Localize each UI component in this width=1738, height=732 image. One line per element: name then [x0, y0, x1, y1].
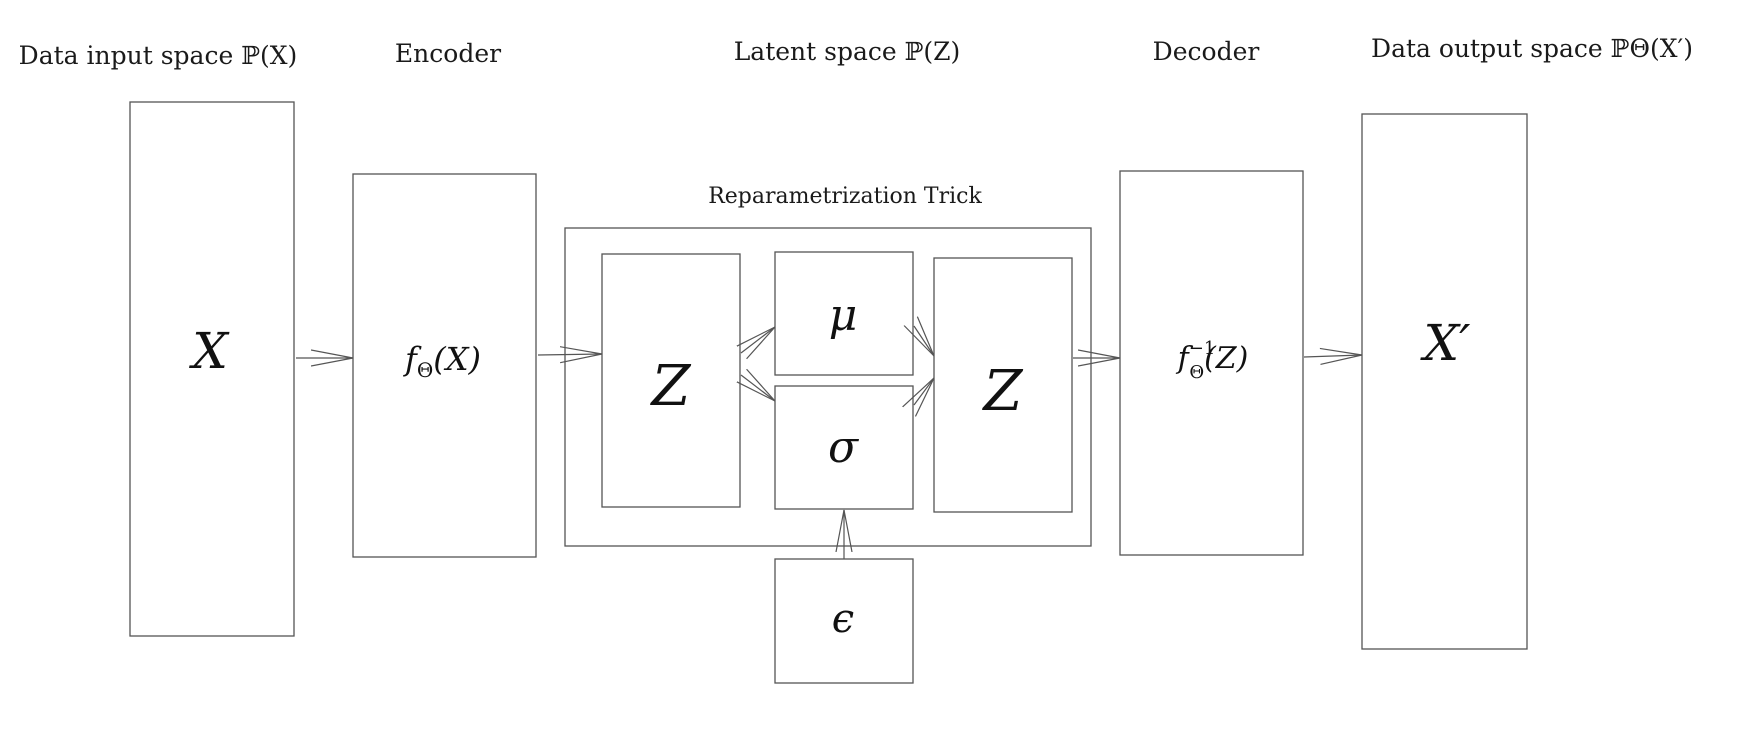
header-encoder: Encoder: [395, 39, 501, 68]
output-label: X′: [1420, 314, 1472, 372]
sigma-label: σ: [828, 422, 860, 473]
arrow-z-to-mu: [741, 327, 775, 353]
input-box: [129, 101, 295, 637]
arrow-decoder-to-output: [1303, 355, 1362, 357]
header-latent-space: Latent space ℙ(Z): [734, 37, 961, 66]
input-label: X: [188, 322, 230, 380]
encoder-function-label: fΘ(X): [403, 340, 481, 382]
arrow-sigma-to-z: [914, 378, 934, 405]
arrow-encoder-to-latent: [537, 354, 602, 355]
epsilon-label: ϵ: [832, 596, 854, 642]
sigma-box: [774, 385, 914, 510]
arrow-mu-to-z: [914, 326, 934, 356]
decoder-fn-arg: (Z): [1204, 341, 1248, 376]
output-box: [1361, 113, 1528, 650]
arrow-z-to-sigma: [741, 375, 775, 401]
header-input-space: Data input space ℙ(X): [19, 41, 298, 70]
reparam-title: Reparametrization Trick: [708, 184, 982, 209]
header-output-space: Data output space ℙΘ(X′): [1371, 34, 1693, 63]
encoder-fn-sub: Θ: [417, 358, 433, 382]
mu-label: μ: [829, 290, 858, 341]
epsilon-box: [774, 558, 914, 684]
encoder-fn-arg: (X): [433, 340, 481, 378]
encoder-box: [352, 173, 537, 558]
header-decoder: Decoder: [1153, 37, 1260, 66]
decoder-fn-sup: −1: [1189, 338, 1216, 359]
decoder-box: [1119, 170, 1304, 556]
decoder-fn-sub: Θ: [1189, 362, 1204, 383]
latent-z-in-label: Z: [650, 354, 692, 419]
mu-box: [774, 251, 914, 376]
latent-z-out-box: [933, 257, 1073, 513]
latent-z-out-label: Z: [982, 359, 1024, 424]
latent-z-in-box: [601, 253, 741, 508]
